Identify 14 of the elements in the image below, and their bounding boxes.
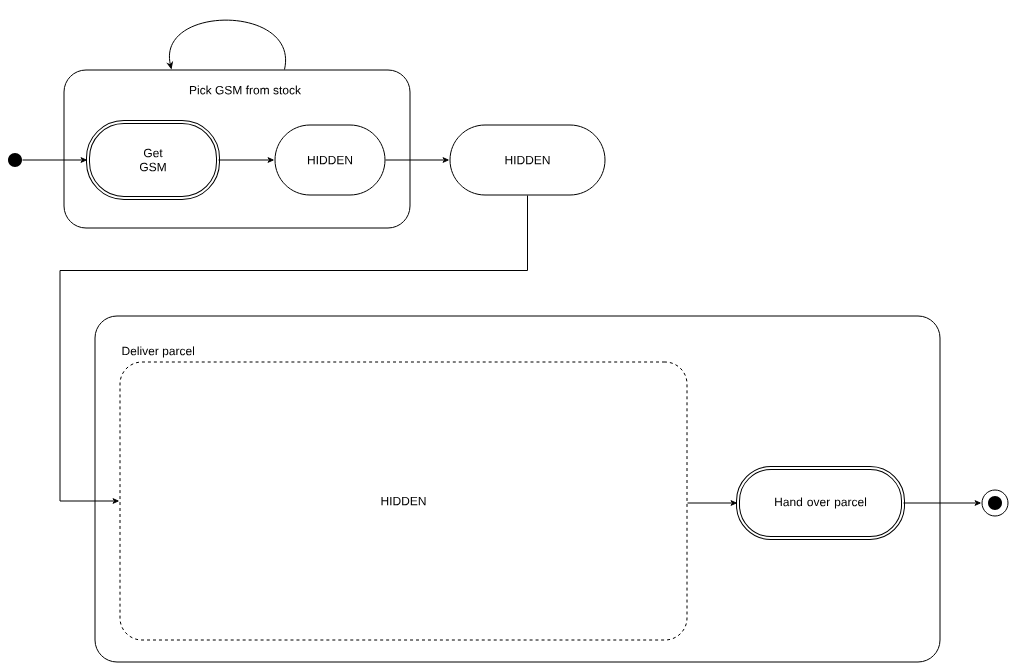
state-box: HIDDEN — [274, 124, 386, 196]
arrow — [218, 157, 274, 163]
arrow — [385, 157, 449, 163]
composite-state-box: HIDDEN — [119, 361, 688, 641]
arrow — [687, 500, 737, 506]
arrow — [903, 500, 981, 506]
state-box: Hand over parcel — [736, 466, 905, 540]
state-box: Get GSM — [86, 120, 220, 200]
final-state-symbol — [981, 489, 1009, 517]
initial-state-dot — [8, 153, 22, 167]
arrow — [22, 157, 87, 163]
arrow — [167, 19, 286, 70]
arrow — [59, 195, 528, 504]
state-box: HIDDEN — [449, 124, 606, 196]
